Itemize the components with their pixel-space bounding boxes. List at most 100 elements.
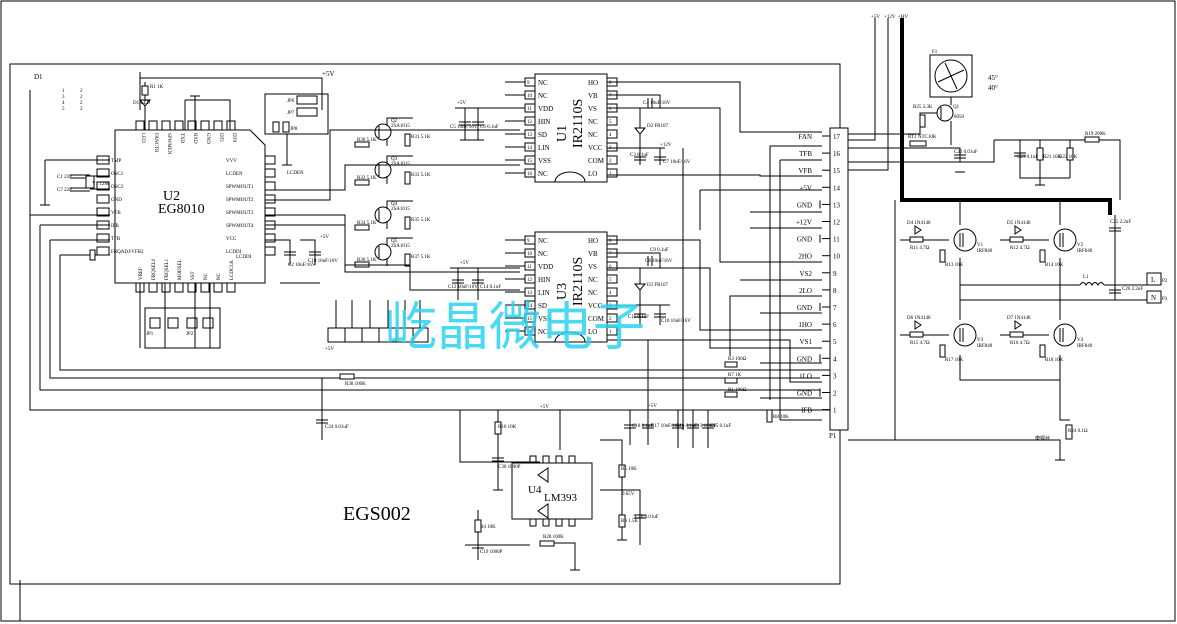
v5-u3: +5V	[460, 261, 469, 266]
c17-label: C17 10uF/16V	[651, 424, 681, 429]
angle-40: 40°	[988, 84, 998, 92]
c4-label: C4 10uF/16V	[643, 101, 671, 106]
ir-pin-label: NC	[588, 118, 598, 126]
v5-u2: +5V	[320, 235, 329, 240]
ir-pin-label: VDD	[538, 105, 553, 113]
u2-pin-label: FRQSEL1	[165, 258, 170, 280]
f1-label: F1	[932, 50, 938, 55]
d3-label: D3 FR107	[647, 283, 668, 288]
ir-pin-label: LIN	[538, 144, 550, 152]
u2-pin-label: FRQSEL0	[152, 258, 157, 280]
ir-pin-label: VSS	[538, 157, 551, 165]
ir-pin-label: VSS	[538, 315, 551, 323]
u2-pin-label: SPWMOUT4	[226, 224, 254, 229]
mosfet-part: IRF840	[977, 249, 993, 254]
ir-pin-num: 12	[527, 120, 533, 125]
d-label: D5 1N4148	[1007, 221, 1031, 226]
p1-ref: P1	[829, 432, 837, 440]
d1-label: D1 LED	[133, 101, 150, 106]
q-part: 2SA1015	[391, 244, 410, 249]
u1-ref: U1	[555, 125, 570, 142]
u2-pin-label: VCC	[226, 237, 237, 242]
r24-label: R24 0.1Ω	[1068, 429, 1088, 434]
u2-pin-label: TMP	[111, 159, 122, 164]
c25-label: C25 2.2uF	[1110, 220, 1131, 225]
c9-label: C9 0.1uF	[650, 248, 669, 253]
r3-label: R3 100Ω	[728, 357, 747, 362]
u2-pin-label: TFB	[111, 237, 121, 242]
c10b-label: C10 10uF/16V	[661, 319, 691, 324]
c24-label: C24 0.01uF	[325, 425, 349, 430]
p1-pin-label: VS1	[800, 338, 813, 346]
p1-pin-num: 10	[833, 253, 841, 261]
ir-pin-num: 5	[609, 278, 612, 283]
ir-pin-label: SD	[538, 302, 547, 310]
u2-pin-label: OSC2	[111, 185, 124, 190]
p1-pin-num: 7	[833, 304, 837, 312]
r28-label: R28 100K	[543, 535, 564, 540]
r24-note: 康铜丝	[1035, 435, 1050, 442]
r19-label: R19 200K	[1085, 132, 1106, 137]
c11-label: C11 0.1uF	[628, 315, 649, 320]
v065-label: 0.65V	[622, 492, 635, 497]
rail-a: +5V	[871, 15, 880, 20]
u2-pin-label: IFB	[111, 224, 119, 229]
ir-pin-num: 9	[527, 239, 530, 244]
p1-pin-label: 2HO	[798, 253, 812, 261]
jp8-label: JP8	[290, 127, 298, 132]
p1-pin-num: 3	[833, 372, 837, 380]
ir-pin-label: NC	[538, 79, 548, 87]
jp2-label: JP2	[186, 332, 194, 337]
ir-pin-num: 7	[609, 252, 612, 257]
p1-pin-label: GND	[797, 236, 812, 244]
u2-pin-label: LED	[140, 133, 145, 143]
u2-pin-label: SPWMOUT3	[226, 211, 254, 216]
u2-pin-label: VVV	[226, 159, 237, 164]
r-label: R30 5.1K	[357, 138, 377, 143]
ir-pin-num: 8	[609, 81, 612, 86]
p1-pin-num: 11	[833, 236, 840, 244]
r-label: R31 5.1K	[411, 135, 431, 140]
c26-label: C26 2.2uF	[1122, 287, 1143, 292]
ir-pin-label: HIN	[538, 276, 550, 284]
r-label: R17 10K	[945, 358, 964, 363]
c1-label: C1 22P	[57, 175, 72, 180]
v5-header: +5V	[325, 347, 334, 352]
ir-pin-label: VCC	[588, 302, 603, 310]
ir-pin-num: 1	[609, 330, 612, 335]
r-label: R15 4.7Ω	[910, 341, 930, 346]
ir-pin-label: VS	[588, 263, 597, 271]
mosfet-ref: V3	[977, 338, 984, 343]
ir-pin-label: LO	[588, 328, 597, 336]
ir-pin-num: 13	[527, 133, 533, 138]
ir-pin-num: 10	[527, 94, 533, 99]
ir-pin-label: HO	[588, 79, 598, 87]
r-label: R35 5.1K	[411, 218, 431, 223]
r-label: R32 5.1K	[357, 176, 377, 181]
terminal-n-label: N	[1151, 294, 1156, 302]
p1-pin-num: 1	[833, 407, 837, 415]
u2-pin-label: GND	[111, 198, 122, 203]
p1-pin-label: GND	[797, 304, 812, 312]
connector-p1	[829, 127, 849, 431]
rt1-label: RT1 NTC10K	[908, 135, 937, 140]
ir-pin-label: VB	[588, 92, 598, 100]
c2-label: C2 10uF/16V	[288, 263, 316, 268]
u2-pin-label: RXD	[192, 133, 197, 144]
c7-label: C7 10uF/16V	[663, 160, 691, 165]
jp7-label: JP7	[287, 111, 295, 116]
ir-pin-label: COM	[588, 157, 605, 165]
svg-text:2: 2	[80, 107, 83, 112]
p1-pin-label: 2LO	[799, 287, 812, 295]
u4-ref: U4	[528, 484, 542, 496]
p1-pin-label: 1HO	[798, 321, 812, 329]
r1-top-label: R1 1K	[150, 85, 164, 90]
p1-pin-label: FAN	[799, 133, 812, 141]
ir-pin-num: 12	[527, 278, 533, 283]
p1-pin-num: 17	[833, 133, 841, 141]
p1-pin-num: 2	[833, 390, 837, 398]
p1-pin-num: 5	[833, 338, 837, 346]
svg-text:2: 2	[80, 89, 83, 94]
u2-pin-label: LCDDI	[226, 250, 242, 255]
